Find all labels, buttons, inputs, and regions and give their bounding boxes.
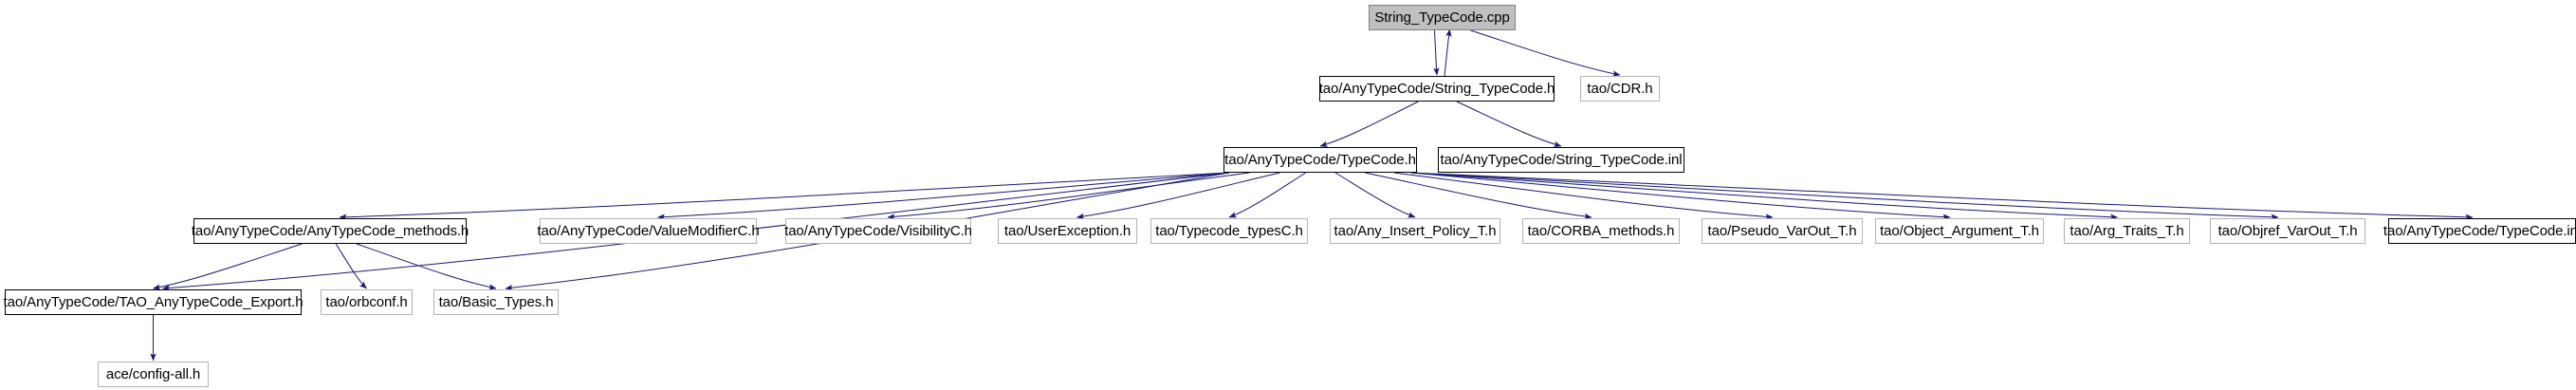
graph-node-label: tao/AnyTypeCode/AnyTypeCode_methods.h <box>191 223 469 239</box>
graph-node-label: tao/Arg_Traits_T.h <box>2070 223 2184 239</box>
graph-node-n2[interactable]: tao/CDR.h <box>1580 76 1660 102</box>
graph-node-label: String_TypeCode.cpp <box>1374 9 1510 26</box>
graph-edge <box>1470 29 1621 77</box>
graph-node-label: tao/orbconf.h <box>325 294 408 310</box>
graph-node-label: tao/Objref_VarOut_T.h <box>2217 223 2358 239</box>
graph-node-n20[interactable]: ace/config-all.h <box>98 362 209 387</box>
graph-node-label: tao/Any_Insert_Policy_T.h <box>1334 223 1497 239</box>
graph-edge <box>1393 172 1774 220</box>
graph-node-n17[interactable]: tao/AnyTypeCode/TAO_AnyTypeCode_Export.h <box>4 289 304 315</box>
graph-node-n19[interactable]: tao/Basic_Types.h <box>433 289 559 315</box>
graph-node-n18[interactable]: tao/orbconf.h <box>321 289 413 315</box>
graph-node-n13[interactable]: tao/Object_Argument_T.h <box>1875 218 2044 244</box>
graph-edge <box>1365 172 1592 220</box>
graph-node-n5[interactable]: tao/AnyTypeCode/AnyTypeCode_methods.h <box>192 218 469 244</box>
graph-node-label: tao/AnyTypeCode/VisibilityC.h <box>784 223 972 239</box>
graph-edge <box>1334 172 1416 218</box>
graph-node-label: tao/AnyTypeCode/ValueModifierC.h <box>537 223 760 239</box>
graph-node-n12[interactable]: tao/Pseudo_VarOut_T.h <box>1702 218 1863 244</box>
graph-edge <box>1410 172 1951 220</box>
graph-edge <box>657 172 1230 220</box>
graph-edge <box>1319 101 1419 147</box>
graph-edge <box>1444 28 1452 77</box>
graph-node-n14[interactable]: tao/Arg_Traits_T.h <box>2064 218 2190 244</box>
graph-edge <box>1456 101 1562 148</box>
graph-edge <box>1410 172 2474 220</box>
graph-node-label: tao/UserException.h <box>1003 223 1132 239</box>
graph-node-label: tao/Typecode_typesC.h <box>1155 223 1303 239</box>
graph-edge <box>335 243 367 289</box>
graph-node-n3[interactable]: tao/AnyTypeCode/TypeCode.h <box>1224 147 1417 173</box>
graph-edge <box>1433 29 1440 76</box>
graph-node-n9[interactable]: tao/Typecode_typesC.h <box>1150 218 1308 244</box>
graph-node-label: tao/CDR.h <box>1587 81 1653 97</box>
graph-node-n11[interactable]: tao/CORBA_methods.h <box>1522 218 1680 244</box>
graph-edge <box>1410 172 2118 220</box>
graph-node-label: tao/Basic_Types.h <box>438 294 554 310</box>
graph-edge <box>1076 172 1280 220</box>
graph-node-n7[interactable]: tao/AnyTypeCode/VisibilityC.h <box>784 218 972 244</box>
graph-node-label: tao/CORBA_methods.h <box>1527 223 1675 239</box>
graph-edge <box>356 243 497 290</box>
graph-node-label: tao/AnyTypeCode/String_TypeCode.inl <box>1440 152 1683 168</box>
graph-node-label: tao/AnyTypeCode/TAO_AnyTypeCode_Export.h <box>3 294 304 310</box>
graph-node-n4[interactable]: tao/AnyTypeCode/String_TypeCode.inl <box>1438 147 1684 173</box>
graph-node-n0[interactable]: String_TypeCode.cpp <box>1369 5 1516 30</box>
graph-node-n16[interactable]: tao/AnyTypeCode/TypeCode.inl <box>2383 218 2576 244</box>
graph-node-n8[interactable]: tao/UserException.h <box>998 218 1137 244</box>
graph-node-label: tao/Pseudo_VarOut_T.h <box>1707 223 1857 239</box>
graph-node-label: tao/Object_Argument_T.h <box>1880 223 2039 239</box>
graph-edge <box>153 243 303 290</box>
graph-node-n6[interactable]: tao/AnyTypeCode/ValueModifierC.h <box>537 218 760 244</box>
graph-edge <box>1228 172 1306 218</box>
graph-node-n15[interactable]: tao/Objref_VarOut_T.h <box>2210 218 2365 244</box>
graph-node-label: tao/AnyTypeCode/String_TypeCode.h <box>1318 81 1555 97</box>
graph-node-label: tao/AnyTypeCode/TypeCode.h <box>1224 152 1416 168</box>
graph-edge <box>887 172 1250 220</box>
graph-node-label: tao/AnyTypeCode/TypeCode.inl <box>2383 223 2576 239</box>
graph-edge <box>1410 172 2279 220</box>
graph-edge <box>339 172 1230 220</box>
graph-node-n1[interactable]: tao/AnyTypeCode/String_TypeCode.h <box>1319 76 1555 102</box>
graph-node-n10[interactable]: tao/Any_Insert_Policy_T.h <box>1330 218 1500 244</box>
graph-node-label: ace/config-all.h <box>105 366 201 382</box>
